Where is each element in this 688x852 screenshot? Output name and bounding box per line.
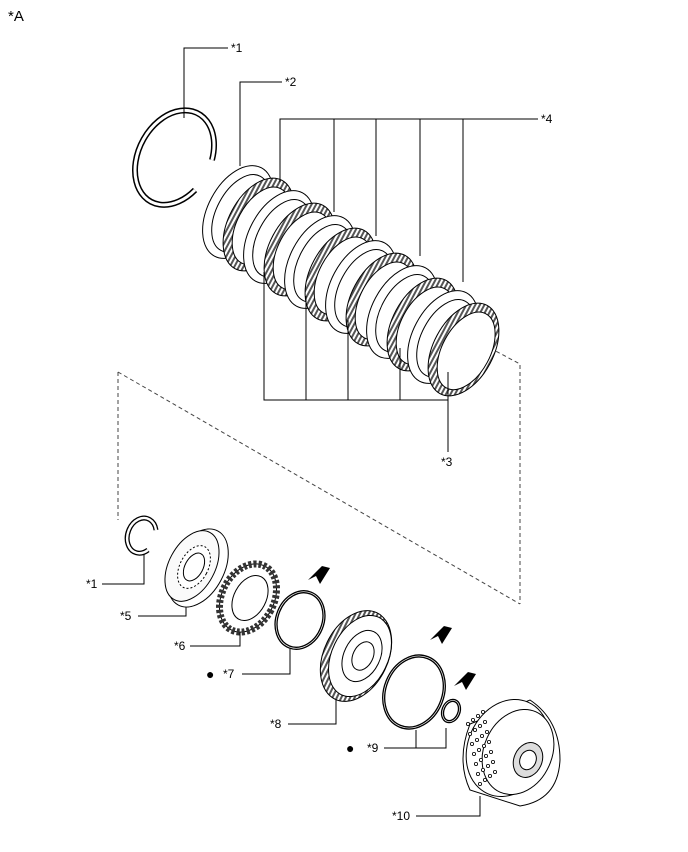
clutch-piston — [319, 610, 393, 702]
drum-hole — [475, 714, 480, 719]
apply-arrow-9-small — [454, 670, 476, 690]
drum-hole — [476, 748, 481, 753]
drum-hole — [486, 740, 491, 745]
drum-hole — [477, 724, 482, 729]
drum-hole — [467, 732, 472, 737]
callout-7-o-ring: *7 — [223, 667, 235, 681]
snap-ring-top — [132, 107, 218, 208]
o-ring-9-small — [440, 698, 462, 724]
clutch-disc — [427, 302, 500, 397]
drum-hole — [485, 764, 490, 769]
leader-lines — [102, 47, 538, 817]
drum-hole — [488, 750, 493, 755]
drum-hole — [492, 770, 497, 775]
return-spring — [215, 560, 281, 636]
callout-6-spring: *6 — [174, 639, 186, 653]
drum-hole — [472, 728, 477, 733]
o-ring-9-large — [382, 654, 446, 730]
callout-1-snap-ring: *1 — [231, 41, 243, 55]
replace-bullet-7: ● — [206, 666, 215, 682]
drum-hole — [483, 754, 488, 759]
callout-10-drum: *10 — [392, 809, 411, 823]
apply-arrow-7 — [308, 564, 330, 584]
spring-retainer — [164, 528, 229, 608]
callout-8-piston: *8 — [270, 717, 282, 731]
callout-9-o-rings: *9 — [367, 741, 379, 755]
callout-2-flange: *2 — [285, 75, 297, 89]
drum-hole — [471, 752, 476, 757]
snap-ring-bottom — [124, 515, 159, 556]
view-label: *A — [8, 8, 24, 25]
drum-hole — [477, 782, 482, 787]
o-ring-7 — [274, 590, 326, 650]
apply-arrow-9-large — [430, 624, 452, 644]
alignment-dashed-line — [117, 347, 521, 605]
callout-4-disc: *4 — [541, 112, 553, 126]
callout-1-snap-ring-bottom: *1 — [86, 577, 98, 591]
drum-hole — [482, 720, 487, 725]
drum-hole — [474, 738, 479, 743]
callout-5-retainer: *5 — [120, 609, 132, 623]
callout-3-plate: *3 — [441, 455, 453, 469]
drum-hole — [480, 768, 485, 773]
drum-hole — [473, 762, 478, 767]
clutch-drum — [462, 699, 561, 807]
drum-hole — [487, 774, 492, 779]
drum-hole — [482, 778, 487, 783]
drum-hole — [479, 734, 484, 739]
clutch-plate-stack — [202, 165, 500, 397]
replace-bullet-9: ● — [346, 740, 355, 756]
drum-hole — [465, 722, 470, 727]
drum-hole — [490, 760, 495, 765]
drum-hole — [484, 730, 489, 735]
drum-hole — [478, 758, 483, 763]
drum-hole — [475, 772, 480, 777]
drum-hole — [480, 710, 485, 715]
drum-hole — [470, 718, 475, 723]
drum-hole — [481, 744, 486, 749]
drum-hole — [469, 742, 474, 747]
